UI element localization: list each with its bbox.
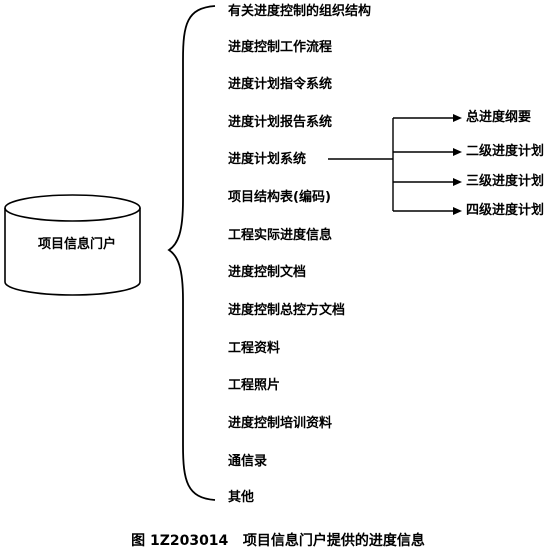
figure-caption: 图 1Z203014 项目信息门户提供的进度信息 xyxy=(0,532,556,550)
item-eng-materials: 工程资料 xyxy=(228,341,281,356)
arrow-subitem-2 xyxy=(393,148,462,156)
item-command-system: 进度计划指令系统 xyxy=(228,77,333,92)
item-control-docs: 进度控制文档 xyxy=(228,265,307,280)
portal-cylinder xyxy=(4,194,141,296)
items-brace xyxy=(167,5,216,501)
item-training-materials: 进度控制培训资料 xyxy=(228,416,333,431)
item-master-docs: 进度控制总控方文档 xyxy=(228,303,346,318)
portal-label: 项目信息门户 xyxy=(37,237,116,252)
figure-number: 图 1Z203014 xyxy=(131,533,229,549)
item-eng-photos: 工程照片 xyxy=(228,378,281,393)
subitem-level4-plan: 四级进度计划 xyxy=(466,203,545,218)
item-workflow: 进度控制工作流程 xyxy=(228,40,333,55)
item-actual-progress: 工程实际进度信息 xyxy=(228,228,333,243)
arrow-subitem-3 xyxy=(393,178,462,186)
figure-title: 项目信息门户提供的进度信息 xyxy=(242,533,425,549)
subitem-level3-plan: 三级进度计划 xyxy=(466,174,545,189)
item-org-structure: 有关进度控制的组织结构 xyxy=(228,4,372,19)
subitem-master-outline: 总进度纲要 xyxy=(466,110,532,125)
item-address-book: 通信录 xyxy=(228,454,268,469)
item-schedule-system: 进度计划系统 xyxy=(228,152,307,167)
item-other: 其他 xyxy=(228,490,255,505)
arrow-subitem-4 xyxy=(393,207,462,215)
item-report-system: 进度计划报告系统 xyxy=(228,115,333,130)
item-project-structure: 项目结构表(编码) xyxy=(228,190,331,205)
arrow-subitem-1 xyxy=(393,114,462,122)
subitem-level2-plan: 二级进度计划 xyxy=(466,144,545,159)
